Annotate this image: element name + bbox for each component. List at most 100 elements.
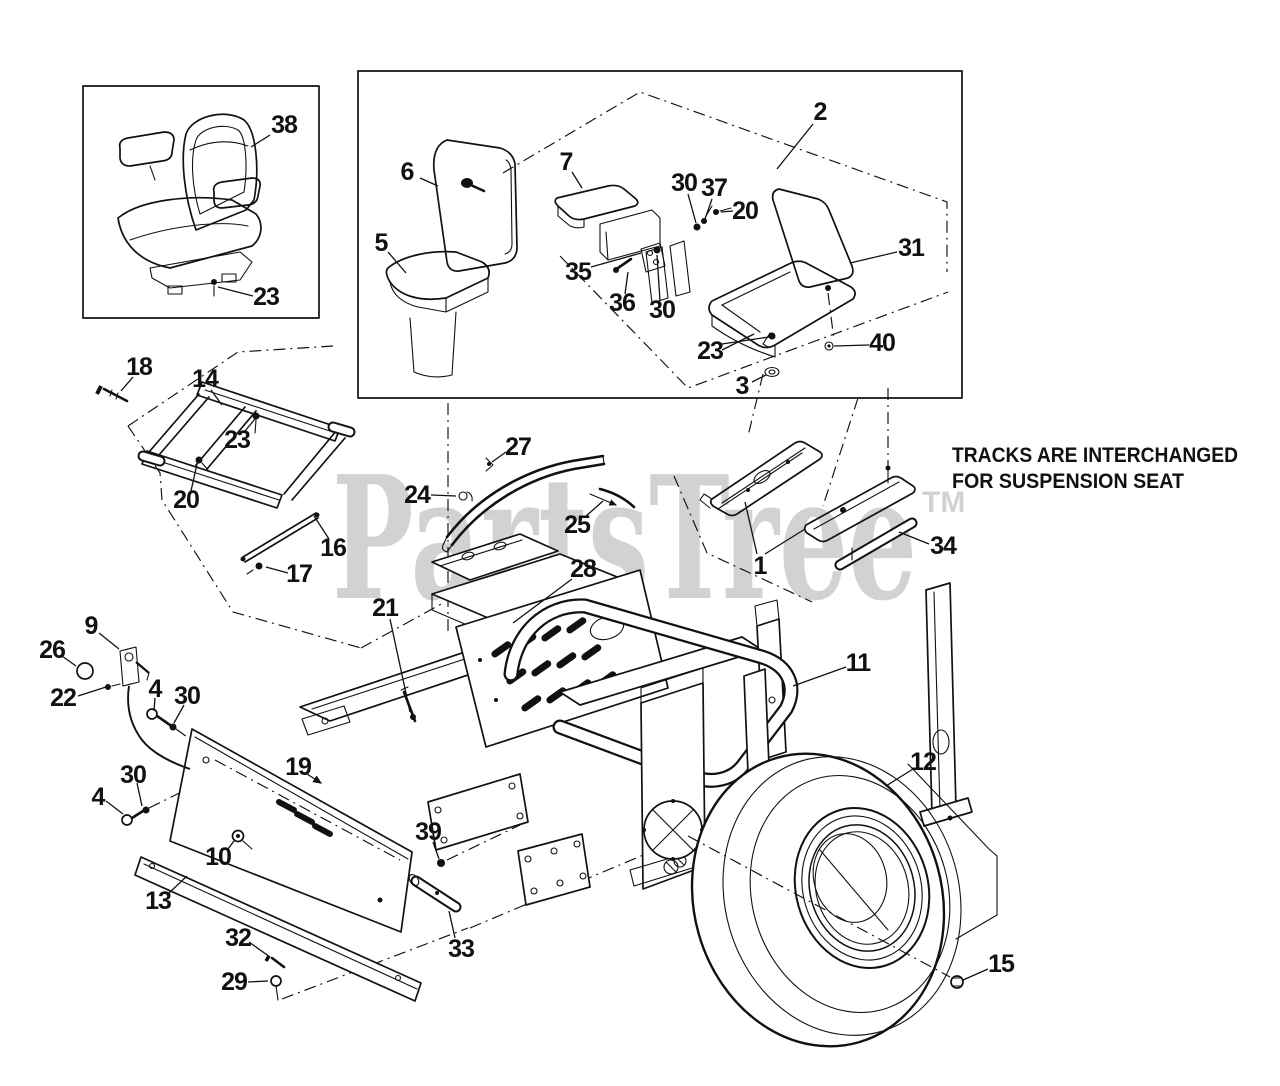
washer-30: [693, 223, 701, 231]
bolt-20b: [195, 456, 203, 464]
leader-line-40: [833, 344, 870, 347]
leader-line-14: [210, 389, 223, 406]
leader-line-35: [590, 252, 642, 268]
callout-37: 37: [701, 174, 727, 202]
leader-line-20: [190, 463, 198, 492]
note: TRACKS ARE INTERCHANGED FOR SUSPENSION S…: [952, 444, 1238, 493]
wheel-rim: [793, 807, 931, 969]
clip-24: [458, 491, 468, 501]
leader-line-26: [61, 655, 77, 667]
leader-line-20: [720, 210, 734, 213]
callout-23: 23: [253, 283, 279, 311]
callout-23: 23: [224, 426, 250, 454]
callout-28: 28: [570, 555, 597, 583]
note-line-2: FOR SUSPENSION SEAT: [952, 470, 1184, 493]
callout-16: 16: [320, 534, 346, 562]
callout-13: 13: [145, 887, 171, 915]
callout-11: 11: [846, 649, 872, 677]
callout-34: 34: [930, 532, 957, 560]
callout-2: 2: [814, 98, 827, 126]
leader-line-23: [217, 286, 254, 297]
leader-line-11: [792, 666, 847, 687]
leader-line-28: [512, 578, 573, 624]
bolt-17: [255, 562, 263, 570]
callout-1: 1: [754, 552, 768, 580]
leader-line-22: [77, 686, 107, 697]
leader-line-5: [387, 251, 407, 274]
leader-line-4: [105, 800, 124, 815]
leader-line-3: [751, 374, 767, 383]
seat-pan-31: [708, 188, 856, 378]
seat-box-border: [357, 70, 963, 399]
callout-7: 7: [560, 148, 573, 176]
callout-4: 4: [149, 675, 163, 703]
callout-4: 4: [92, 783, 106, 811]
cable-22: [105, 683, 191, 770]
handle-33: [408, 874, 462, 913]
pan-bolt-23: [768, 332, 776, 340]
leader-line-30: [173, 704, 185, 724]
bolt-4b-washer-30d: [121, 806, 150, 826]
leader-line-30: [687, 193, 697, 224]
leader-line-34: [898, 531, 930, 545]
slide-frame-14: [95, 381, 356, 509]
leader-line-23: [721, 336, 770, 345]
bolt-23c: [252, 412, 260, 420]
screw-20: [713, 209, 719, 215]
callout-30: 30: [671, 169, 697, 197]
callout-31: 31: [898, 234, 925, 262]
callout-14: 14: [192, 365, 219, 393]
tube-frame-11: [503, 598, 799, 788]
leader-line-23: [244, 418, 256, 432]
armrest-7: [554, 184, 661, 261]
plug-26: [76, 662, 94, 680]
leader-line-12: [885, 768, 914, 787]
callout-3: 3: [736, 372, 749, 400]
leader-line-24: [430, 494, 457, 497]
callout-36: 36: [609, 289, 635, 317]
nut-39: [437, 859, 445, 867]
screw-32: [264, 955, 286, 969]
bolt-18: [95, 385, 129, 403]
leader-line-4: [153, 697, 156, 712]
leader-line-16: [313, 515, 330, 540]
bottom-angle-bar: [134, 856, 422, 1002]
leader-line-39: [432, 841, 440, 860]
callout-35: 35: [565, 258, 592, 286]
callout-30: 30: [174, 682, 200, 710]
washer-3: [764, 366, 780, 378]
leader-line-15: [962, 968, 989, 981]
bracket-plate-35: [640, 242, 666, 273]
clip-27: [485, 457, 494, 472]
leader-line-23: [721, 333, 755, 351]
leader-line-1: [744, 501, 758, 555]
watermark-tm: TM: [922, 486, 965, 519]
inset-seat-box: [82, 85, 320, 319]
leader-line-17: [265, 566, 289, 574]
callout-24: 24: [404, 481, 431, 509]
seat-track-34: [803, 465, 918, 571]
inset-bolt-23: [211, 279, 217, 285]
assembled-seat-illustration: [117, 113, 262, 297]
cable-25: [598, 487, 636, 509]
callout-18: 18: [126, 353, 153, 381]
nut-40: [824, 341, 834, 351]
callout-26: 26: [39, 636, 65, 664]
leader-line-38: [250, 134, 271, 148]
mount-plates: [427, 773, 591, 906]
leader-line-1: [764, 528, 806, 555]
leader-line-32: [248, 941, 271, 958]
callout-19: 19: [285, 753, 311, 781]
callout-25: 25: [564, 511, 591, 539]
leader-line-27: [491, 451, 507, 463]
washer-30b: [653, 246, 661, 254]
leader-line-19: [306, 773, 323, 784]
callout-6: 6: [401, 158, 414, 186]
seat-parts-box: [357, 70, 963, 399]
callout-30: 30: [649, 296, 675, 324]
leader-line-36: [624, 271, 629, 295]
callout-5: 5: [375, 229, 389, 257]
lever-9: [119, 646, 150, 687]
bolt-4a-washer-30c: [146, 708, 177, 731]
